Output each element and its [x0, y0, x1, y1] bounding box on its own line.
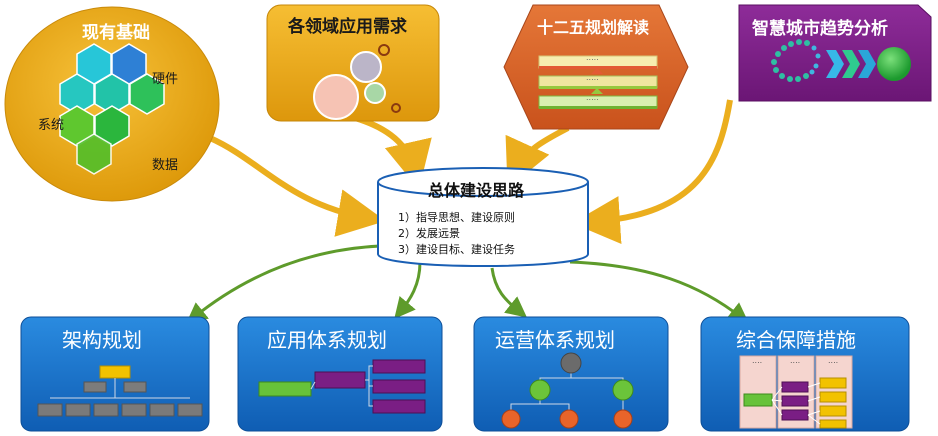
org-root: [99, 365, 131, 379]
bubble-ring-1: [378, 44, 390, 56]
arrow-needs-to-center: [354, 115, 432, 190]
chevron-3: [858, 50, 876, 78]
bubble-ring-2: [391, 103, 401, 113]
plan-bar-text-2: .....: [586, 73, 599, 82]
app-title: 应用体系规划: [267, 328, 387, 352]
hex-green-1: [129, 73, 165, 115]
support-root: [743, 393, 773, 407]
plan-panel: 十二五规划解读 ..... ..... .....: [503, 4, 689, 130]
ops-root: [560, 352, 582, 374]
arrow-center-to-app: [394, 261, 422, 319]
support-cell-text-3: ....: [828, 356, 839, 365]
support-cell-text-2: ....: [790, 356, 801, 365]
bubble-green: [364, 82, 386, 104]
arrow-center-to-support: [569, 260, 750, 324]
plan-title: 十二五规划解读: [537, 18, 650, 37]
center-item-2: 2）发展远景: [398, 227, 460, 240]
arch-title: 架构规划: [62, 328, 142, 352]
support-title: 综合保障措施: [736, 328, 856, 352]
arch-panel: 架构规划: [20, 316, 210, 432]
needs-box: [266, 4, 440, 122]
needs-title: 各领域应用需求: [288, 17, 407, 37]
arrow-trend-to-center: [572, 99, 733, 245]
foundation-circle: [4, 6, 220, 202]
data-label: 数据: [152, 158, 179, 173]
app-panel: 应用体系规划: [237, 316, 443, 432]
trend-box: [738, 4, 932, 102]
ops-title: 运营体系规划: [495, 328, 615, 352]
ops-panel: 运营体系规划: [473, 316, 669, 432]
plan-bar-text-3: .....: [586, 93, 599, 102]
bubble-large: [313, 74, 359, 120]
arch-box: [20, 316, 210, 432]
plan-bar-text-1: .....: [586, 53, 599, 62]
plan-hexagon: [503, 4, 689, 130]
trend-dots: [771, 39, 821, 82]
arrow-foundation-to-center: [208, 135, 386, 237]
support-cell-text-1: ....: [752, 356, 763, 365]
hex-teal-1: [59, 73, 95, 115]
support-box: [700, 316, 910, 432]
hex-green-4: [76, 133, 112, 175]
chevron-1: [826, 50, 844, 78]
foundation-title: 现有基础: [82, 23, 150, 43]
arrow-center-to-ops: [490, 267, 528, 318]
arrow-plan-to-center: [505, 125, 570, 189]
app-box: [237, 316, 443, 432]
center-item-3: 3）建设目标、建设任务: [398, 243, 515, 256]
ops-box: [473, 316, 669, 432]
foundation-panel: 现有基础 硬件 系统 数据: [2, 4, 220, 204]
bubble-gray: [350, 51, 382, 83]
hardware-label: 硬件: [152, 72, 179, 87]
center-cylinder: 总体建设思路 1）指导思想、建设原则 2）发展远景 3）建设目标、建设任务: [376, 166, 590, 270]
arrow-center-to-arch: [185, 244, 381, 324]
needs-panel: 各领域应用需求: [266, 4, 440, 122]
hex-cluster: [59, 43, 165, 175]
system-label: 系统: [38, 118, 65, 133]
app-root: [258, 381, 312, 397]
cylinder-shape: [377, 167, 589, 267]
support-panel: 综合保障措施 .... .... ....: [700, 316, 910, 432]
chevron-2: [842, 50, 860, 78]
center-title: 总体建设思路: [428, 181, 525, 200]
trend-panel: 智慧城市趋势分析: [738, 4, 932, 102]
trend-title: 智慧城市趋势分析: [752, 19, 888, 39]
center-item-1: 1）指导思想、建设原则: [398, 211, 515, 224]
hex-teal-2: [94, 73, 130, 115]
trend-ball: [877, 47, 911, 81]
